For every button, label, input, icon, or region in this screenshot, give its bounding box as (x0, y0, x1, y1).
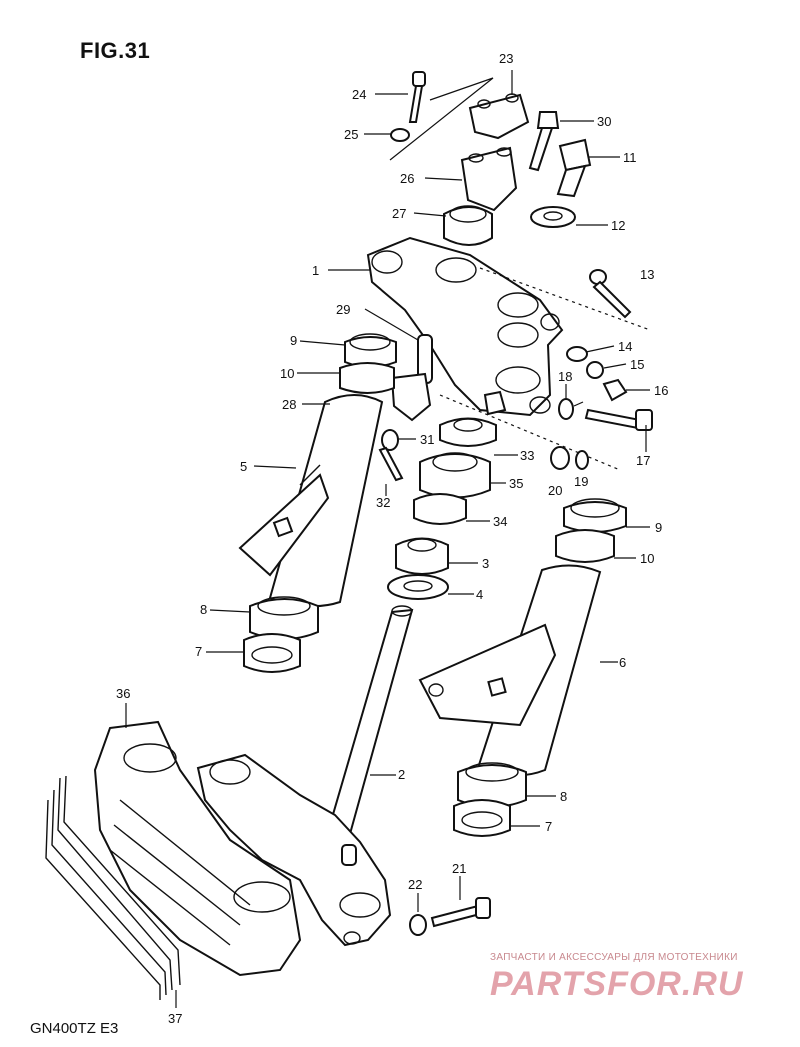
part-33-nut (439, 417, 497, 447)
part-17-bolt (584, 408, 653, 431)
callout-22: 22 (408, 877, 422, 892)
part-1-upper-bracket (366, 236, 564, 417)
callout-30: 30 (597, 114, 611, 129)
part-5-left-outer-tube (238, 394, 384, 608)
callout-15: 15 (630, 357, 644, 372)
callout-1: 1 (312, 263, 319, 278)
callout-20: 20 (548, 483, 562, 498)
callout-7-right: 7 (545, 819, 552, 834)
callout-4: 4 (476, 587, 483, 602)
callout-8-left: 8 (200, 602, 207, 617)
part-26-lower-holder (460, 146, 518, 212)
figure-title: FIG.31 (80, 38, 151, 63)
part-13-bolt (589, 269, 632, 319)
part-19-washer (575, 450, 589, 470)
callout-21: 21 (452, 861, 466, 876)
callout-10-left: 10 (280, 366, 294, 381)
callout-3: 3 (482, 556, 489, 571)
callout-8-right: 8 (560, 789, 567, 804)
callout-5: 5 (240, 459, 247, 474)
part-3-bearing (395, 537, 449, 575)
part-14-washer (566, 346, 588, 362)
part-31-bolt (381, 429, 399, 451)
callout-31: 31 (420, 432, 434, 447)
callout-18: 18 (558, 369, 572, 384)
part-35-dust-seal (419, 452, 491, 499)
assembly-guide-line (479, 267, 651, 331)
part-25-washer (390, 128, 410, 142)
part-22-nut (409, 914, 427, 936)
callout-10-right: 10 (640, 551, 654, 566)
callout-23: 23 (499, 51, 513, 66)
callout-7-left: 7 (195, 644, 202, 659)
part-28-cushion (390, 372, 432, 422)
callout-17: 17 (636, 453, 650, 468)
part-18-nut (558, 398, 574, 420)
callout-37: 37 (168, 1011, 182, 1026)
part-10-left-spacer (339, 362, 395, 394)
watermark-logo: PARTSFOR.RU (490, 965, 744, 1003)
callout-36: 36 (116, 686, 130, 701)
callout-labels: 1 2 3 4 5 6 7 7 8 8 9 9 10 10 11 12 13 1… (116, 51, 668, 1026)
part-32-screw (378, 446, 404, 482)
callout-27: 27 (392, 206, 406, 221)
callout-29: 29 (336, 302, 350, 317)
watermark-tagline: ЗАПЧАСТИ И АКСЕССУАРЫ ДЛЯ МОТОТЕХНИКИ (490, 952, 738, 963)
part-34-bearing (413, 493, 467, 525)
callout-16: 16 (654, 383, 668, 398)
part-7-right-dust-seal (453, 799, 511, 837)
part-10-right-spacer (555, 529, 615, 563)
part-16-nut (602, 378, 628, 402)
callout-32: 32 (376, 495, 390, 510)
part-21-bolt (430, 897, 491, 928)
callout-9-right: 9 (655, 520, 662, 535)
callout-2: 2 (398, 767, 405, 782)
part-2-steering-stem (196, 605, 414, 947)
part-15-washer (586, 361, 604, 379)
callout-14: 14 (618, 339, 632, 354)
callout-33: 33 (520, 448, 534, 463)
part-9-right-seal (563, 498, 627, 533)
callout-35: 35 (509, 476, 523, 491)
part-23-upper-holder (468, 93, 530, 140)
callout-19: 19 (574, 474, 588, 489)
part-30-bolt (528, 111, 560, 172)
part-6-right-outer-tube (418, 564, 602, 777)
callout-28: 28 (282, 397, 296, 412)
leader-lines (125, 70, 650, 1008)
part-12-washer (530, 206, 576, 228)
callout-34: 34 (493, 514, 507, 529)
callout-24: 24 (352, 87, 366, 102)
part-24-bolt (408, 71, 426, 123)
callout-25: 25 (344, 127, 358, 142)
assembly-guide-line (439, 394, 621, 471)
part-8-left-oil-seal (249, 596, 319, 640)
assembly-guide-line (389, 77, 494, 161)
callout-6: 6 (619, 655, 626, 670)
part-37-emblem-strips (45, 775, 181, 1000)
part-36-fork-cover (93, 720, 302, 977)
part-27-cushion (443, 205, 493, 246)
model-code: GN400TZ E3 (30, 1020, 119, 1037)
part-11-bolt (556, 138, 592, 198)
callout-12: 12 (611, 218, 625, 233)
part-7-left-dust-seal (243, 633, 301, 673)
part-9-left-seal (344, 333, 397, 368)
part-4-race (387, 574, 449, 600)
callout-13: 13 (640, 267, 654, 282)
callout-9-left: 9 (290, 333, 297, 348)
part-20-nut (550, 446, 570, 470)
callout-26: 26 (400, 171, 414, 186)
callout-11: 11 (623, 150, 637, 165)
